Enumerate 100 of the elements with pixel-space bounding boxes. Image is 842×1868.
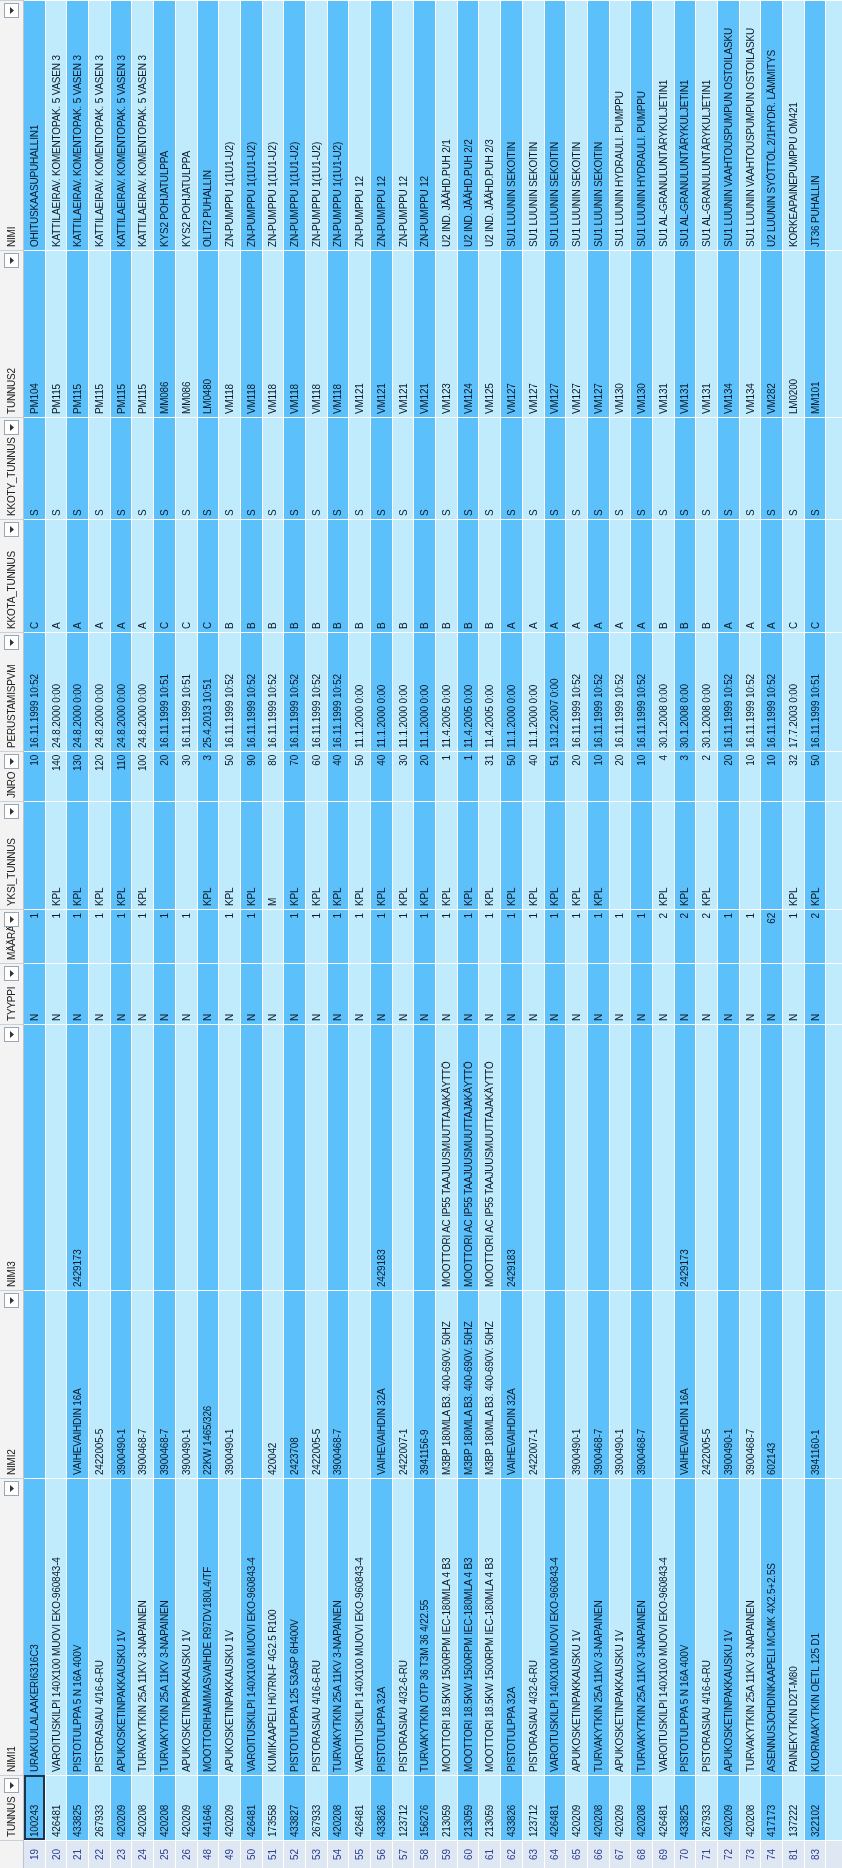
cell-value: U2 IND. JÄÄHD.PUH 2/1	[439, 139, 453, 247]
cell-value: 2	[700, 755, 714, 761]
cell-value: VM127	[504, 383, 518, 414]
cell-value: N	[483, 1013, 497, 1021]
cell-value: 10	[591, 755, 605, 766]
cell-value: S	[700, 509, 714, 516]
cell-value: PISTOTULPPA 32A	[374, 1687, 388, 1772]
cell-value: 24.8.2000 0:00	[114, 684, 128, 748]
cell-value: ZN-PUMPPU 1(1U1-U2)	[331, 141, 345, 247]
cell-value: 420208	[591, 1804, 605, 1837]
row-number: 19	[27, 1849, 41, 1860]
cell-value: 50	[353, 755, 367, 766]
cell-value: 16.11.1999 10:51	[808, 674, 822, 748]
cell-value: A	[570, 622, 584, 629]
cell-value: 3900490-1	[721, 1428, 735, 1475]
row-number: 58	[418, 1849, 432, 1860]
cell-value: KUMIKAAPELI H07RN-F 4G2.5 R100	[266, 1609, 280, 1772]
cell-value: URAKUULALAAKERI6316C3	[27, 1644, 41, 1772]
row-number: 63	[526, 1849, 540, 1860]
cell-value: 1	[504, 913, 518, 919]
row-number: 49	[223, 1849, 237, 1860]
cell-value: 100	[136, 755, 150, 772]
cell-value: KATTILAEIRAV. KOMENTOPAK. 5 VASEN 3	[49, 55, 63, 247]
cell-value: 24.8.2000 0:00	[92, 684, 106, 748]
cell-value: PISTORASIAU 4/32-6-RU	[526, 1660, 540, 1772]
cell-value: B	[244, 622, 258, 629]
cell-value: KATTILAEIRAV. KOMENTOPAK. 5 VASEN 3	[92, 55, 106, 247]
cell-value: 2	[808, 913, 822, 919]
cell-value: VM134	[743, 383, 757, 414]
cell-value: 1	[743, 913, 757, 919]
cell-value: S	[92, 509, 106, 516]
cell-value: VM127	[548, 383, 562, 414]
cell-value: N	[374, 1013, 388, 1021]
cell-value: 20	[157, 755, 171, 766]
cell-value: MOOTTORI AC IP55 TAAJUUSMUUTTAJAKÄYTTÖ	[461, 1061, 475, 1287]
cell-value: N	[808, 1013, 822, 1021]
cell-value: SU1 LUUNIN HYDRAULI. PUMPPU	[613, 91, 627, 247]
cell-value: A	[526, 622, 540, 629]
cell-value: 420208	[743, 1804, 757, 1837]
cell-value: N	[461, 1013, 475, 1021]
cell-value: A	[765, 622, 779, 629]
cell-value: S	[418, 509, 432, 516]
cell-value: A	[548, 622, 562, 629]
cell-value: 1	[439, 913, 453, 919]
cell-value: KPL	[786, 887, 800, 906]
cell-value: A	[743, 622, 757, 629]
cell-value: 17.7.2003 0:00	[786, 684, 800, 748]
cell-value: N	[765, 1013, 779, 1021]
cell-value: 16.11.1999 10:52	[613, 674, 627, 748]
cell-value: MOOTTORI 18.5KW 1500RPM IEC-180MLA 4 B3	[439, 1557, 453, 1772]
row-number: 56	[374, 1849, 388, 1860]
cell-value: VM124	[461, 383, 475, 414]
cell-value: 16.11.1999 10:52	[27, 674, 41, 748]
cell-value: A	[136, 622, 150, 629]
cell-value: KATTILAEIRAV. KOMENTOPAK. 5 VASEN 3	[114, 55, 128, 247]
cell-value: KYS2 POHJATULPPA	[179, 151, 193, 247]
row-number: 83	[808, 1849, 822, 1860]
cell-value: 11.4.2005 0:00	[461, 684, 475, 748]
column-header: YKSI_TUNNUS	[5, 838, 18, 906]
cell-value: N	[613, 1013, 627, 1021]
cell-value: ASENNUSJOHDINKAAPELI MCMK 4X2.5+2.5S	[765, 1563, 779, 1772]
row-number: 68	[635, 1849, 649, 1860]
row-number: 59	[439, 1849, 453, 1860]
cell-value: A	[613, 622, 627, 629]
cell-value: N	[201, 1013, 215, 1021]
cell-value: A	[591, 622, 605, 629]
cell-value: 213059	[439, 1804, 453, 1837]
cell-value: 3900468-7	[591, 1428, 605, 1475]
cell-value: VM127	[526, 383, 540, 414]
cell-value: 62	[765, 913, 779, 924]
cell-value: 32	[786, 755, 800, 766]
cell-value: KPL	[353, 887, 367, 906]
cell-value: 100243	[27, 1804, 41, 1837]
cell-value: 426481	[353, 1804, 367, 1837]
cell-value: N	[678, 1013, 692, 1021]
cell-value: 110	[114, 755, 128, 771]
row-number: 66	[591, 1849, 605, 1860]
cell-value: JT36 PUHALLIN	[808, 175, 822, 247]
cell-value: 3941160-1	[808, 1429, 822, 1475]
cell-value: N	[504, 1013, 518, 1021]
cell-value: B	[439, 622, 453, 629]
cell-value: KORKEAPAINEPUMPPU OM421	[786, 102, 800, 247]
cell-value: N	[244, 1013, 258, 1021]
cell-value: 433826	[504, 1804, 518, 1837]
cell-value: N	[49, 1013, 63, 1021]
cell-value: 22KW 1465/326	[201, 1405, 215, 1475]
cell-value: KPL	[808, 887, 822, 906]
cell-value: S	[743, 509, 757, 516]
cell-value: KPL	[439, 887, 453, 906]
cell-value: N	[353, 1013, 367, 1021]
cell-value: ZN-PUMPPU 12	[396, 176, 410, 247]
cell-value: 60	[309, 755, 323, 766]
cell-value: 1	[223, 913, 237, 919]
cell-value: VAIHEVAIHDIN 32A	[374, 1388, 388, 1475]
column-header: JNRO	[5, 771, 18, 798]
cell-value: 267933	[700, 1804, 714, 1837]
cell-value: KPL	[656, 887, 670, 906]
cell-value: N	[721, 1013, 735, 1021]
row-number: 22	[92, 1849, 106, 1860]
cell-value: VM118	[331, 384, 345, 414]
